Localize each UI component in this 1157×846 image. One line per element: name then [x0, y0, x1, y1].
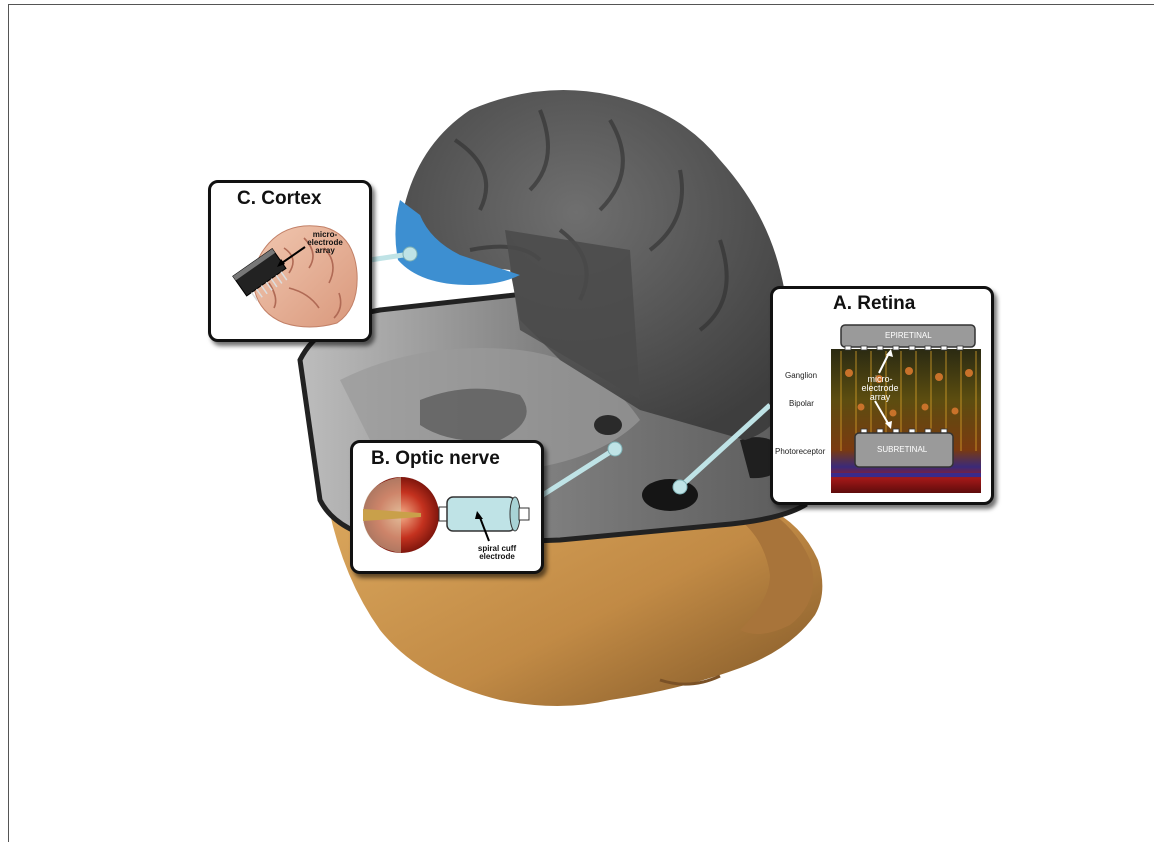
cortex-panel: C. Cortex micro- electrode array: [208, 180, 372, 342]
retina-layers-picture: [831, 321, 981, 493]
optic-nerve-panel: B. Optic nerve spiral cuff electrode: [350, 440, 544, 574]
retina-panel-title: A. Retina: [833, 293, 915, 315]
epiretinal-label: EPIRETINAL: [885, 331, 932, 340]
layer-label-bipolar: Bipolar: [789, 399, 814, 408]
layer-label-photoreceptor: Photoreceptor: [775, 447, 825, 456]
layer-label-ganglion: Ganglion: [785, 371, 817, 380]
retina-array-label: micro- electrode array: [855, 375, 905, 402]
retina-array-label-line3: array: [855, 393, 905, 402]
optic-nerve-panel-title: B. Optic nerve: [371, 448, 500, 470]
cortex-array-label: micro- electrode array: [301, 231, 349, 255]
cortex-panel-title: C. Cortex: [237, 188, 321, 210]
cortex-array-label-line3: array: [301, 247, 349, 255]
optic-electrode-label-line2: electrode: [465, 553, 529, 561]
subretinal-label: SUBRETINAL: [877, 445, 927, 454]
optic-electrode-label: spiral cuff electrode: [465, 545, 529, 561]
retina-panel: A. Retina EPIRETINAL SUBRETINAL micro- e…: [770, 286, 994, 505]
